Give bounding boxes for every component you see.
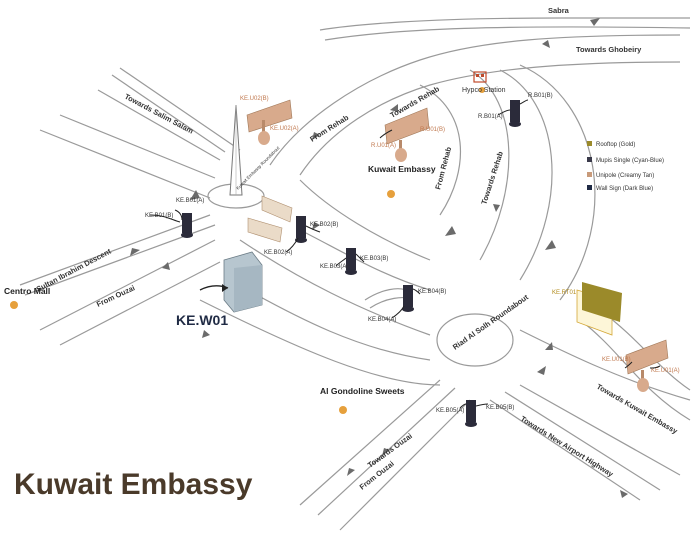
code-ke-w01: KE.W01 — [176, 312, 228, 328]
direction-arrows — [130, 18, 628, 498]
legend-swatch-rooftop — [587, 141, 592, 146]
arrow-icon — [590, 18, 600, 26]
mupi-ke-b05 — [465, 400, 477, 427]
place-label-al-gondoline: Al Gondoline Sweets — [320, 386, 405, 396]
arrow-icon — [493, 204, 500, 212]
code-ke-u01-b: KE.U01(B) — [602, 357, 631, 363]
street-label-towards-ghobeiry: Towards Ghobeiry — [576, 45, 642, 54]
code-ke-u01-a: KE.U01(A) — [651, 368, 680, 374]
legend-swatch-unipole — [587, 172, 592, 177]
street-labels: Sabra Towards Ghobeiry Towards Salim Sal… — [35, 6, 680, 492]
legend-label-wall-sign: Wall Sign (Dark Blue) — [596, 186, 653, 192]
legend-label-unipole: Unipole (Creamy Tan) — [596, 173, 654, 179]
place-label-kuwait-embassy-1: Kuwait Embassy — [368, 164, 436, 174]
arrow-icon — [537, 366, 546, 375]
street-label-towards-airport: Towards New Airport Highway — [519, 414, 616, 479]
code-ke-b02-b: KE.B02(B) — [310, 222, 338, 228]
arrow-icon — [312, 132, 320, 140]
street-label-towards-salim-salam: Towards Salim Salam — [123, 92, 195, 136]
arrow-icon — [620, 490, 628, 498]
legend-swatch-wall-sign — [587, 185, 592, 190]
street-label-sabra: Sabra — [548, 6, 570, 15]
unipole-ke-u02 — [246, 99, 293, 145]
code-ke-b04-b: KE.B04(B) — [418, 289, 446, 295]
angled-boards — [247, 195, 293, 243]
mupi-units — [181, 100, 521, 427]
code-ke-b02-a: KE.B02(A) — [264, 250, 292, 256]
location-dot-icon — [10, 301, 18, 309]
arrow-icon — [545, 342, 553, 350]
arrow-icon — [202, 330, 210, 338]
location-dot-icon — [339, 406, 347, 414]
unipole-r-u01 — [384, 107, 430, 162]
arrow-icon — [190, 190, 200, 200]
arrow-icon — [545, 240, 556, 250]
code-ke-b05-a: KE.B05(A) — [436, 408, 464, 414]
arrow-icon — [347, 468, 355, 476]
location-dots — [10, 87, 485, 414]
place-label-centro-mall: Centro Mall — [4, 286, 50, 296]
legend: Rooftop (Gold) Mupis Single (Cyan-Blue) … — [587, 141, 664, 192]
code-r-b01-a: R.B01(A) — [478, 114, 503, 120]
code-ke-b03-b: KE.B03(B) — [360, 256, 388, 262]
mupi-r-b01 — [509, 100, 521, 127]
code-r-u01-a: R.U01(A) — [371, 143, 396, 149]
unipole-ke-u01 — [625, 339, 669, 392]
roads — [19, 17, 691, 531]
rooftop-ke-rt01 — [576, 282, 622, 336]
street-label-from-ouzai-1: From Ouzai — [95, 283, 136, 309]
arrow-icon — [542, 40, 550, 48]
tower-landmark — [229, 104, 243, 196]
mupi-ke-b02 — [295, 216, 307, 243]
place-label-hypco-station: Hypco Station — [462, 87, 506, 94]
arrow-icon — [382, 448, 390, 456]
code-ke-b01-a: KE.B01(A) — [176, 198, 204, 204]
location-dot-icon — [387, 190, 395, 198]
street-label-from-rehab-2: From Rehab — [433, 146, 453, 191]
code-ke-u02-b: KE.U02(B) — [240, 96, 269, 102]
arrow-icon — [445, 226, 456, 236]
legend-swatch-mupis — [587, 157, 592, 162]
map-title: Kuwait Embassy — [14, 468, 253, 501]
code-ke-b04-a: KE.B04(A) — [368, 317, 396, 323]
arrow-icon — [162, 262, 170, 270]
mupi-ke-b04 — [402, 285, 414, 312]
arrow-icon — [390, 104, 398, 112]
location-dot-icon — [479, 87, 485, 93]
arrow-icon — [312, 222, 320, 230]
place-labels: Centro Mall Kuwait Embassy Hypco Station… — [4, 87, 506, 396]
code-ke-u02-a: KE.U02(A) — [270, 126, 299, 132]
street-label-towards-rehab-2: Towards Rehab — [479, 150, 505, 206]
code-ke-b03-a: KE.B03(A) — [320, 264, 348, 270]
unit-arrows — [149, 99, 661, 409]
roundabout-label: Riad Al Solh Roundabout — [451, 292, 530, 351]
code-ke-b05-b: KE.B05(B) — [486, 405, 514, 411]
legend-label-mupis: Mupis Single (Cyan-Blue) — [596, 158, 664, 164]
code-r-b01-b: R.B01(B) — [528, 93, 553, 99]
roundabout-label-small: Kuwait Embassy Roundabout — [235, 145, 281, 191]
mupi-ke-b01 — [181, 213, 193, 238]
fuel-station-icon — [473, 71, 487, 83]
arrow-icon — [130, 248, 140, 256]
street-label-towards-kuwait-embassy: Towards Kuwait Embassy — [595, 382, 680, 436]
code-ke-rt01: KE.RT01 — [552, 290, 577, 296]
wall-sign-ke-w01 — [199, 251, 263, 313]
code-r-u01-b: R.U01(B) — [420, 127, 445, 133]
mupi-ke-b03 — [345, 248, 357, 275]
legend-label-rooftop: Rooftop (Gold) — [596, 142, 635, 148]
